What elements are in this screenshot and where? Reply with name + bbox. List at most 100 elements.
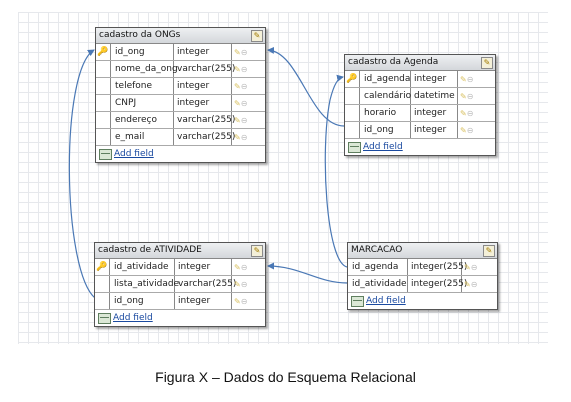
minus-icon[interactable]: ⊖ bbox=[466, 91, 474, 101]
pencil-icon[interactable]: ✎ bbox=[460, 125, 467, 135]
field-actions: ✎⊖ bbox=[232, 95, 249, 111]
field-actions: ✎⊖ bbox=[232, 61, 249, 77]
key-icon: 🔑 bbox=[95, 259, 110, 275]
field-name: id_agenda bbox=[348, 259, 408, 275]
table-row[interactable]: 🔑 id_agenda integer ✎⊖ bbox=[345, 71, 495, 88]
edit-table-icon[interactable]: ✎ bbox=[251, 30, 263, 42]
table-row[interactable]: id_ong integer ✎⊖ bbox=[95, 293, 265, 310]
field-name: id_ong bbox=[111, 44, 174, 60]
key-icon: 🔑 bbox=[96, 44, 111, 60]
edit-table-icon[interactable]: ✎ bbox=[251, 245, 263, 257]
field-name: id_agenda bbox=[360, 71, 411, 87]
field-actions: ✎⊖ bbox=[458, 105, 475, 121]
pencil-icon[interactable]: ✎ bbox=[234, 279, 241, 289]
table-title: MARCACAO bbox=[351, 245, 403, 255]
field-actions: ✎⊖ bbox=[232, 112, 249, 128]
pencil-icon[interactable]: ✎ bbox=[234, 81, 241, 91]
pencil-icon[interactable]: ✎ bbox=[464, 279, 471, 289]
pencil-icon[interactable]: ✎ bbox=[234, 115, 241, 125]
pencil-icon[interactable]: ✎ bbox=[464, 262, 471, 272]
pencil-icon[interactable]: ✎ bbox=[234, 64, 241, 74]
add-field-link[interactable]: Add field bbox=[113, 313, 153, 323]
table-row[interactable]: id_agenda integer(255) ✎⊖ bbox=[348, 259, 497, 276]
pencil-icon[interactable]: ✎ bbox=[234, 47, 241, 57]
pencil-icon[interactable]: ✎ bbox=[234, 132, 241, 142]
minus-icon[interactable]: ⊖ bbox=[240, 115, 248, 125]
table-agenda-header[interactable]: cadastro da Agenda ✎ bbox=[345, 55, 495, 71]
field-name: telefone bbox=[111, 78, 174, 94]
minus-icon[interactable]: ⊖ bbox=[240, 262, 248, 272]
table-title: cadastro de ATIVIDADE bbox=[98, 245, 202, 255]
key-slot bbox=[96, 78, 111, 94]
pencil-icon[interactable]: ✎ bbox=[234, 98, 241, 108]
add-field-icon[interactable] bbox=[98, 312, 111, 324]
minus-icon[interactable]: ⊖ bbox=[466, 108, 474, 118]
pencil-icon[interactable]: ✎ bbox=[460, 74, 467, 84]
field-name: CNPJ bbox=[111, 95, 174, 111]
key-slot bbox=[96, 129, 111, 145]
table-row[interactable]: id_atividade integer(255) ✎⊖ bbox=[348, 276, 497, 293]
table-row[interactable]: 🔑 id_atividade integer ✎⊖ bbox=[95, 259, 265, 276]
field-actions: ✎⊖ bbox=[232, 276, 249, 292]
add-field-icon[interactable] bbox=[99, 148, 112, 160]
table-row[interactable]: telefone integer ✎⊖ bbox=[96, 78, 265, 95]
add-field-link[interactable]: Add field bbox=[363, 142, 403, 152]
minus-icon[interactable]: ⊖ bbox=[466, 125, 474, 135]
field-type: varchar(255) bbox=[174, 129, 235, 145]
pencil-icon[interactable]: ✎ bbox=[460, 91, 467, 101]
field-name: endereço bbox=[111, 112, 174, 128]
field-actions: ✎⊖ bbox=[232, 44, 249, 60]
edit-table-icon[interactable]: ✎ bbox=[481, 57, 493, 69]
field-name: id_ong bbox=[110, 293, 175, 309]
key-slot bbox=[96, 61, 111, 77]
pencil-icon[interactable]: ✎ bbox=[460, 108, 467, 118]
table-marcacao-header[interactable]: MARCACAO ✎ bbox=[348, 243, 497, 259]
field-name: id_atividade bbox=[110, 259, 175, 275]
table-agenda[interactable]: cadastro da Agenda ✎ 🔑 id_agenda integer… bbox=[344, 54, 496, 156]
table-title: cadastro da ONGs bbox=[99, 30, 181, 40]
table-marcacao[interactable]: MARCACAO ✎ id_agenda integer(255) ✎⊖ id_… bbox=[347, 242, 498, 310]
add-field-row: Add field bbox=[348, 293, 497, 309]
field-type: integer bbox=[174, 95, 232, 111]
add-field-link[interactable]: Add field bbox=[366, 296, 406, 306]
pencil-icon[interactable]: ✎ bbox=[234, 262, 241, 272]
table-atividade-header[interactable]: cadastro de ATIVIDADE ✎ bbox=[95, 243, 265, 259]
edit-table-icon[interactable]: ✎ bbox=[483, 245, 495, 257]
table-row[interactable]: 🔑 id_ong integer ✎⊖ bbox=[96, 44, 265, 61]
add-field-icon[interactable] bbox=[351, 295, 364, 307]
field-type: integer bbox=[174, 78, 232, 94]
field-name: id_ong bbox=[360, 122, 411, 138]
table-row[interactable]: lista_atividade varchar(255) ✎⊖ bbox=[95, 276, 265, 293]
field-actions: ✎⊖ bbox=[458, 122, 475, 138]
minus-icon[interactable]: ⊖ bbox=[240, 64, 248, 74]
minus-icon[interactable]: ⊖ bbox=[470, 262, 478, 272]
table-row[interactable]: endereço varchar(255) ✎⊖ bbox=[96, 112, 265, 129]
minus-icon[interactable]: ⊖ bbox=[240, 47, 248, 57]
minus-icon[interactable]: ⊖ bbox=[240, 81, 248, 91]
minus-icon[interactable]: ⊖ bbox=[466, 74, 474, 84]
table-ongs[interactable]: cadastro da ONGs ✎ 🔑 id_ong integer ✎⊖ n… bbox=[95, 27, 266, 163]
table-atividade[interactable]: cadastro de ATIVIDADE ✎ 🔑 id_atividade i… bbox=[94, 242, 266, 327]
minus-icon[interactable]: ⊖ bbox=[240, 132, 248, 142]
field-actions: ✎⊖ bbox=[458, 88, 475, 104]
table-row[interactable]: CNPJ integer ✎⊖ bbox=[96, 95, 265, 112]
table-row[interactable]: calendário datetime ✎⊖ bbox=[345, 88, 495, 105]
key-slot bbox=[96, 95, 111, 111]
add-field-row: Add field bbox=[96, 146, 265, 162]
table-row[interactable]: horario integer ✎⊖ bbox=[345, 105, 495, 122]
table-row[interactable]: nome_da_ong varchar(255) ✎⊖ bbox=[96, 61, 265, 78]
add-field-link[interactable]: Add field bbox=[114, 149, 154, 159]
field-actions: ✎⊖ bbox=[232, 259, 249, 275]
table-row[interactable]: id_ong integer ✎⊖ bbox=[345, 122, 495, 139]
table-row[interactable]: e_mail varchar(255) ✎⊖ bbox=[96, 129, 265, 146]
table-ongs-header[interactable]: cadastro da ONGs ✎ bbox=[96, 28, 265, 44]
minus-icon[interactable]: ⊖ bbox=[470, 279, 478, 289]
field-name: calendário bbox=[360, 88, 411, 104]
minus-icon[interactable]: ⊖ bbox=[240, 296, 248, 306]
add-field-icon[interactable] bbox=[348, 141, 361, 153]
minus-icon[interactable]: ⊖ bbox=[240, 279, 248, 289]
pencil-icon[interactable]: ✎ bbox=[234, 296, 241, 306]
add-field-row: Add field bbox=[345, 139, 495, 155]
field-actions: ✎⊖ bbox=[232, 293, 249, 309]
minus-icon[interactable]: ⊖ bbox=[240, 98, 248, 108]
